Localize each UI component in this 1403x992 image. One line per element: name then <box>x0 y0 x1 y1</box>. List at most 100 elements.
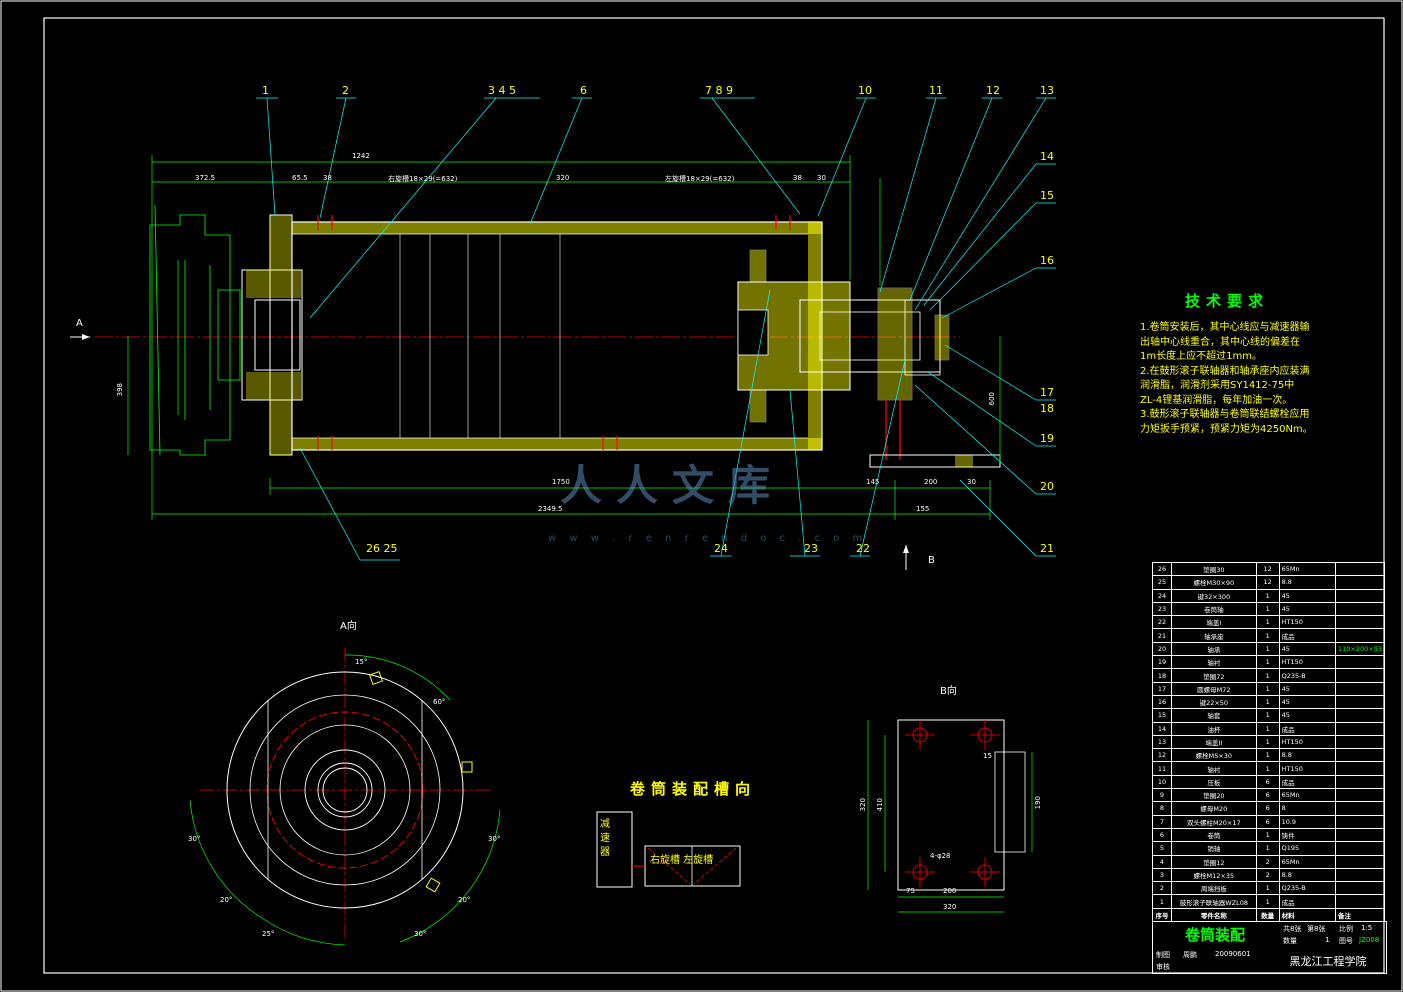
bom-cell: 1 <box>1255 601 1280 617</box>
bom-cell: 轴套 <box>1170 708 1257 723</box>
ang-30c: 30° <box>414 930 427 938</box>
dim-b-190: 190 <box>1034 796 1042 810</box>
right-hub <box>737 249 941 423</box>
view-arrows <box>70 334 909 570</box>
bom-cell: 1 <box>1255 615 1280 630</box>
bom-cell: 12 <box>1255 575 1280 590</box>
b-arrow-label: B <box>928 555 935 566</box>
bom-cell: 1 <box>1255 894 1280 909</box>
bom-cell: 成品 <box>1278 628 1336 643</box>
dim-right-groove: 右旋槽18×29(=632) <box>388 175 458 183</box>
bom-cell <box>1334 894 1386 909</box>
bom-cell: 销轴 <box>1170 841 1257 856</box>
a-view-label: A向 <box>340 621 357 632</box>
dim-65: 65.5 <box>292 174 308 182</box>
callout-20: 20 <box>1040 480 1054 493</box>
bom-cell: 16 <box>1152 694 1172 710</box>
scale-label: 比例 <box>1339 925 1353 933</box>
bom-cell: 8 <box>1152 801 1172 816</box>
sheet-no: 第8张 <box>1307 925 1326 933</box>
tech-line: 2.在鼓形滚子联轴器和轴承座内应装满 <box>1140 365 1310 377</box>
bom-cell: 轴衬 <box>1170 655 1257 670</box>
bom-cell: 垫圈20 <box>1170 788 1257 803</box>
bom-cell: 6 <box>1255 801 1280 816</box>
groove-diagram <box>596 811 741 888</box>
bom-cell: 2 <box>1152 881 1172 896</box>
bom-cell: 10.9 <box>1278 814 1336 829</box>
bom-header: 序号零件名称数量材料备注 <box>1152 907 1386 923</box>
callout-6: 6 <box>580 84 587 97</box>
bom-cell: 1 <box>1255 668 1280 683</box>
dim-left-groove: 左旋槽18×29(=632) <box>665 175 735 183</box>
bom-cell: 9 <box>1152 788 1172 803</box>
scale: 1:5 <box>1361 924 1373 932</box>
bom-cell <box>1334 761 1386 776</box>
bom-cell: 圆螺母M72 <box>1170 681 1257 696</box>
bom-cell: 12 <box>1255 561 1280 577</box>
tech-line: 润滑脂，润滑剂采用SY1412-75中 <box>1140 380 1295 391</box>
bom-cell: 螺栓M30×90 <box>1170 575 1257 590</box>
bom-cell <box>1334 788 1386 803</box>
reducer-outline <box>149 204 241 456</box>
dim-b-320: 320 <box>859 798 867 812</box>
bom-cell: Q195 <box>1278 841 1336 856</box>
dim-38b: 38 <box>793 174 802 182</box>
bom-cell: 1 <box>1255 588 1280 603</box>
bom-cell: 65Mn <box>1278 854 1336 869</box>
bom-cell: 1 <box>1255 655 1280 670</box>
callout-17: 17 <box>1040 386 1054 399</box>
bom-cell <box>1334 734 1386 750</box>
dim-200: 200 <box>924 478 938 486</box>
technical-requirements: 技术要求 1.卷筒安装后，其中心线应与减速器输 出轴中心线重合，其中心线的偏差在… <box>1140 290 1380 437</box>
callout-14: 14 <box>1040 150 1054 163</box>
bom-cell: 周端挡板 <box>1170 881 1257 896</box>
dim-b-15: 15 <box>983 752 992 760</box>
bom-cell <box>1334 827 1386 843</box>
bom-cell: 26 <box>1152 561 1172 577</box>
bom-cell: 1 <box>1255 708 1280 723</box>
callout-11: 11 <box>929 84 943 97</box>
callout-23: 23 <box>804 542 818 555</box>
bom-cell <box>1334 668 1386 683</box>
drawn-label: 制图 <box>1156 951 1170 959</box>
bom-cell: 端盖I <box>1170 615 1257 630</box>
bom-cell: 14 <box>1152 721 1172 736</box>
bom-cell <box>1334 575 1386 590</box>
bom-cell: 18 <box>1152 668 1172 683</box>
bom-cell <box>1334 721 1386 736</box>
b-view <box>867 719 1033 913</box>
tech-title: 技术要求 <box>1185 292 1270 310</box>
bom-cell: 5 <box>1152 841 1172 856</box>
bom-cell <box>1334 867 1386 883</box>
bom-cell: 8.8 <box>1278 575 1336 590</box>
dim-b-phi: 4-φ28 <box>930 852 951 860</box>
title-block: 卷筒装配 共8张 第8张 比例 1:5 数量 1 图号 JZ008 制图 周鹏 … <box>1152 921 1387 974</box>
bom-cell: HT150 <box>1278 761 1336 776</box>
bom-cell: 25 <box>1152 575 1172 590</box>
b-view-label: B向 <box>940 686 957 697</box>
groove-title: 卷筒装配槽向 <box>630 780 757 798</box>
bom-cell: 110×200×53 <box>1334 641 1386 657</box>
bom-cell: Q235-B <box>1278 881 1336 896</box>
bom-cell: 成品 <box>1278 894 1336 909</box>
callout-22: 22 <box>856 542 870 555</box>
bom-cell <box>1334 615 1386 630</box>
bom-cell: 螺栓M12×35 <box>1170 867 1257 883</box>
dim-30b: 30 <box>967 478 976 486</box>
a-arrow-label: A <box>76 318 83 329</box>
callout-15: 15 <box>1040 189 1054 202</box>
